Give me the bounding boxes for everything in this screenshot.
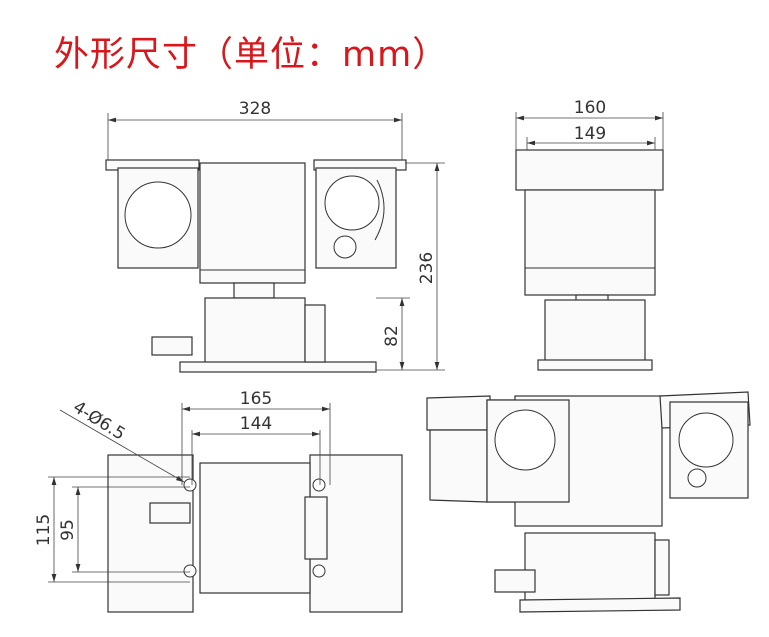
dim-144: 144: [240, 414, 272, 434]
perspective-view: [426, 391, 751, 613]
dim-82: 82: [382, 325, 402, 347]
dim-328: 328: [239, 99, 271, 119]
side-width-dimensions: 160 149: [515, 98, 664, 150]
dim-160: 160: [574, 98, 606, 118]
dim-236: 236: [417, 252, 437, 284]
side-view: [515, 149, 664, 371]
page-title: 外形尺寸（单位：mm）: [54, 35, 449, 75]
dim-149: 149: [574, 124, 606, 144]
front-view: [105, 159, 407, 373]
dim-115: 115: [34, 514, 54, 546]
dim-95: 95: [58, 519, 78, 541]
dim-165: 165: [240, 389, 272, 409]
bottom-view: [107, 454, 403, 613]
front-height-dimension: 236 82: [376, 162, 445, 371]
front-width-dimension: 328: [107, 99, 403, 160]
